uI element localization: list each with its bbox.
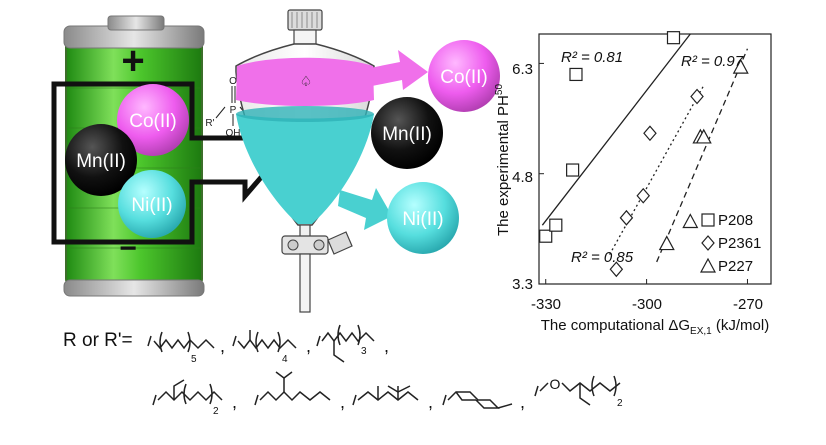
svg-text:,: , [340,392,345,412]
ion-mn-separated-label: Mn(II) [382,124,432,145]
ligand-8-oxygen: O [550,376,561,392]
legend-marker-p208 [701,213,715,227]
ligand-4-subscript: 2 [213,406,219,417]
svg-text:,: , [306,336,311,356]
ion-mn-battery-label: Mn(II) [76,151,126,172]
ligand-2-subscript: 4 [282,354,288,365]
fit-line-p227 [656,48,749,263]
extractant-o: O [229,76,237,87]
fit-line-p2361 [609,85,705,255]
funnel-stem [299,253,311,313]
y-axis-label: The experimental PH50 [494,84,512,236]
ligand-6 [352,385,419,406]
y-tick-label: 4.8 [512,169,533,186]
data-point-p227 [695,128,712,144]
ligand-8-subscript: 2 [617,398,623,409]
chart: R² = 0.81 R² = 0.97 R² = 0.85 6.3 4.8 3.… [494,31,772,337]
svg-text:,: , [520,392,525,412]
funnel-neck [293,29,317,45]
data-point-p208 [666,31,681,45]
x-axis-label: The computational ΔGEX,1 (kJ/mol) [541,317,769,337]
extractant-oh: OH [226,128,241,139]
ligand-7 [442,391,513,409]
x-tick-label: -300 [632,296,662,313]
organic-phase [236,57,374,106]
chart-marks [539,31,749,285]
data-point-p2361 [636,187,651,204]
data-point-p2361 [690,88,704,105]
r2-label-p227: R² = 0.97 [681,53,744,70]
data-point-p227 [658,235,675,251]
battery-minus-sign: − [119,232,137,265]
svg-text:,: , [384,336,389,356]
ligand-1-subscript: 5 [191,354,197,365]
svg-text:,: , [220,336,225,356]
svg-text:,: , [428,392,433,412]
flow-arrow [51,81,280,245]
ligand-5 [254,371,331,406]
data-point-p208 [549,218,563,232]
ion-ni-separated-label: Ni(II) [402,209,443,230]
battery-terminal [107,15,165,31]
data-point-p2361 [643,125,657,142]
r2-label-p2361: R² = 0.85 [571,249,634,266]
legend-marker-p227 [699,257,717,273]
ligand-3-subscript: 3 [361,346,367,357]
legend-marker-p2361 [701,235,715,251]
separatory-funnel: ♤ [235,9,375,313]
data-point-p208 [569,67,583,82]
arrow-to-ni [338,188,392,230]
data-point-p227 [682,213,699,229]
ion-ni-battery-label: Ni(II) [131,195,172,216]
data-point-p208 [539,229,553,243]
ion-co-battery-label: Co(II) [129,111,177,132]
r2-label-p208: R² = 0.81 [561,49,623,66]
ligand-1 [147,331,215,353]
y-tick-label: 6.3 [512,61,533,78]
ion-ni-battery: Ni(II) [118,170,186,238]
ligand-prefix: R or R'= [63,330,133,351]
spade-symbol: ♤ [300,73,313,89]
ion-mn-battery: Mn(II) [65,124,137,196]
legend: P208 P2361 P227 [699,212,761,275]
chart-frame [538,33,772,285]
ion-co-separated: Co(II) [428,40,500,112]
y-tick-label: 3.3 [512,276,533,293]
extractant-p: P [230,105,237,116]
x-tick-label: -270 [733,296,763,313]
ligand-2 [232,330,297,353]
aqueous-phase [236,114,374,224]
ligand-section: R or R'= 5 , 4 , 3 , 2 [63,324,623,417]
fit-line-p208 [541,33,691,226]
legend-label-p2361: P2361 [718,235,761,252]
data-point-p208 [566,163,580,177]
legend-markers [699,213,717,273]
battery-bottom-shell [63,279,205,297]
ligand-4 [152,379,223,406]
extractant-r-prime: R' [205,118,214,129]
battery-plus-sign: + [121,39,144,83]
y-tick-labels: 6.3 4.8 3.3 [512,61,533,293]
ion-ni-separated: Ni(II) [387,182,459,254]
svg-text:,: , [232,392,237,412]
ion-co-battery: Co(II) [117,84,189,156]
ligand-3 [316,324,375,363]
data-point-p2361 [619,209,634,226]
x-tick-labels: -330 -300 -270 [531,296,763,313]
ion-mn-separated: Mn(II) [371,97,443,169]
legend-label-p208: P208 [718,212,753,229]
x-tick-label: -330 [531,296,561,313]
data-point-p2361 [609,261,624,278]
ion-co-separated-label: Co(II) [440,67,488,88]
data-point-p227 [732,58,749,74]
arrow-to-co [360,50,428,90]
stopcock-handle [327,231,353,255]
legend-label-p227: P227 [718,258,753,275]
ligand-8 [534,375,621,406]
